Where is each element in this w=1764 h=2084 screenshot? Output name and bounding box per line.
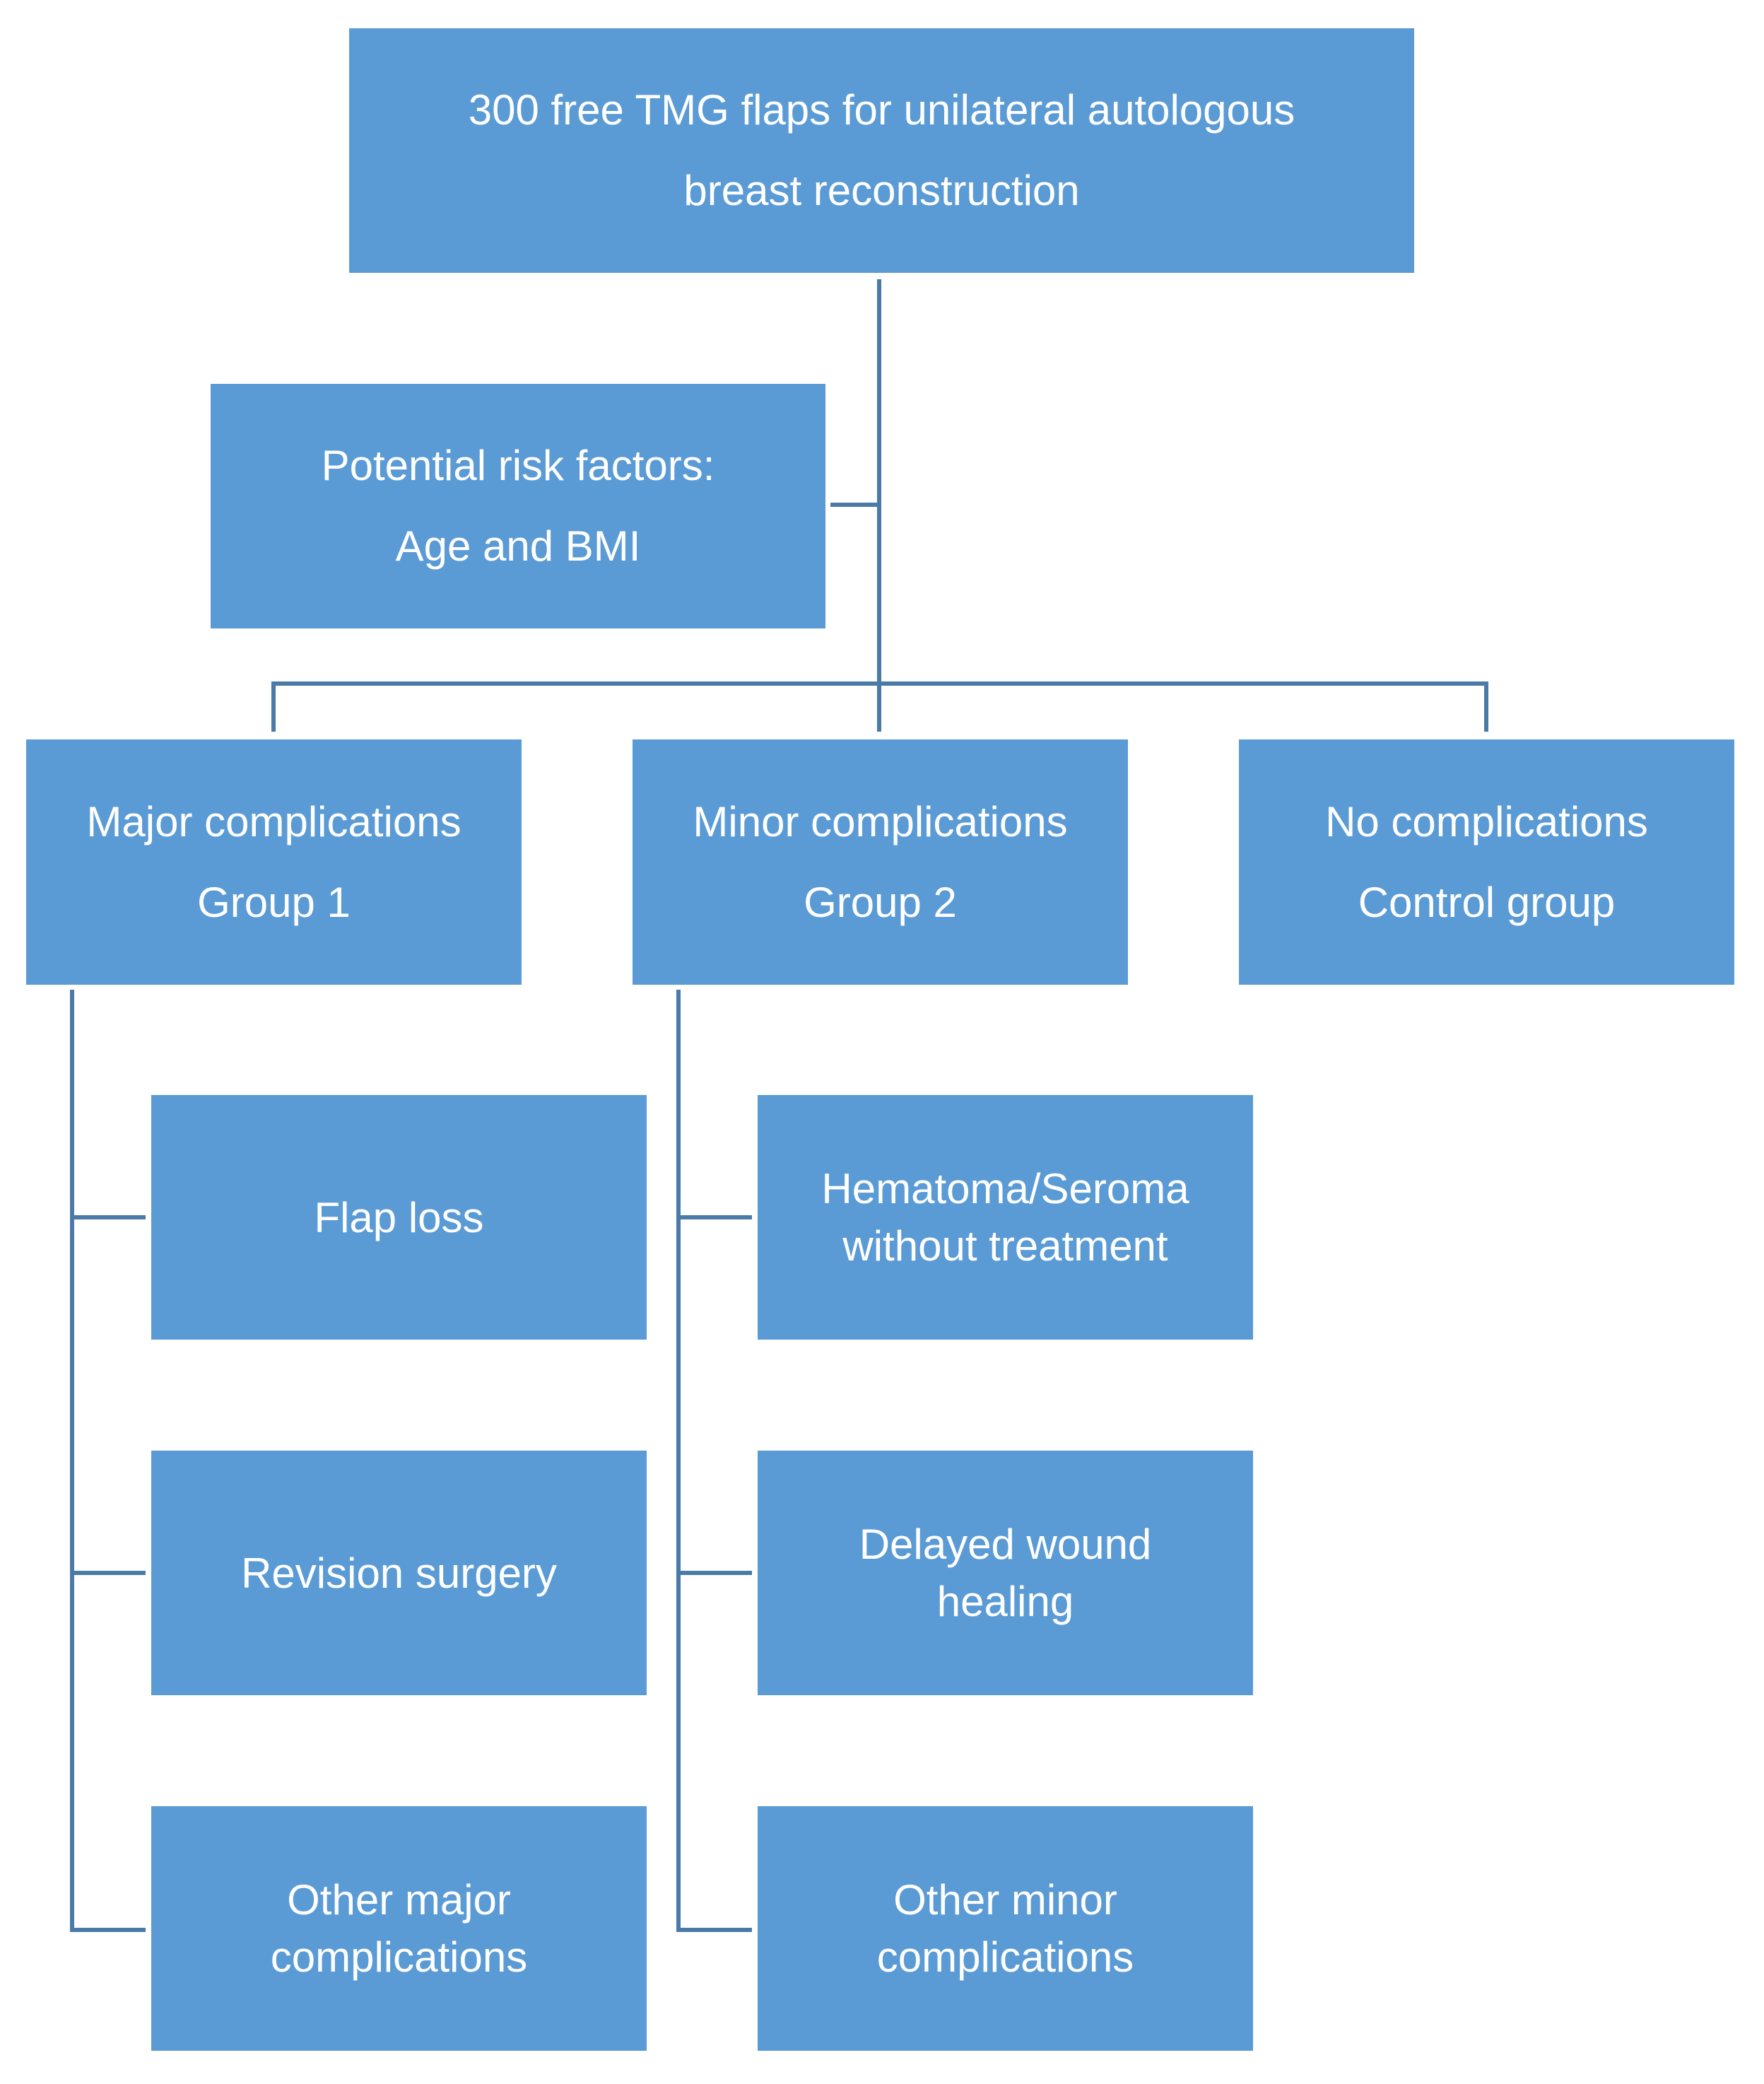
major-item1-line1: Flap loss (314, 1193, 484, 1241)
minor-item3-line1: Other minor (893, 1876, 1117, 1924)
group-minor-line1: Minor complications (693, 797, 1068, 845)
connector-risk-branch (830, 503, 881, 507)
group-major-line2: Group 1 (197, 878, 351, 926)
connector-minor-item3 (676, 1928, 752, 1932)
major-item-flap-loss: Flap loss (151, 1095, 647, 1340)
connector-minor-spine (676, 990, 681, 1932)
root-line1: 300 free TMG flaps for unilateral autolo… (468, 86, 1295, 134)
group-minor-box: Minor complications Group 2 (633, 739, 1128, 985)
connector-group1-drop (271, 681, 276, 732)
minor-item-delayed-wound-healing: Delayed wound healing (758, 1451, 1253, 1695)
connector-major-item2 (70, 1571, 146, 1575)
root-box: 300 free TMG flaps for unilateral autolo… (349, 28, 1414, 273)
root-line2: breast reconstruction (683, 167, 1080, 214)
connector-major-item3 (70, 1928, 146, 1932)
major-item3-line2: complications (270, 1933, 528, 1981)
group-control-line1: No complications (1325, 797, 1648, 845)
group-major-line1: Major complications (86, 797, 461, 845)
connector-major-item1 (70, 1215, 146, 1219)
major-item-other: Other major complications (151, 1806, 647, 2051)
minor-item1-line2: without treatment (842, 1222, 1168, 1270)
major-item-revision-surgery: Revision surgery (151, 1451, 647, 1695)
minor-item-other: Other minor complications (758, 1806, 1253, 2051)
group-minor-line2: Group 2 (804, 878, 957, 926)
connector-group-bar (271, 681, 1488, 686)
risk-line1: Potential risk factors: (321, 442, 715, 489)
major-item2-line1: Revision surgery (241, 1549, 557, 1597)
minor-item3-line2: complications (876, 1933, 1134, 1981)
risk-line2: Age and BMI (395, 522, 641, 570)
connector-major-spine (70, 990, 74, 1932)
minor-item1-line1: Hematoma/Seroma (821, 1165, 1189, 1212)
connector-minor-item2 (676, 1571, 752, 1575)
group-control-line2: Control group (1358, 878, 1616, 926)
group-control-box: No complications Control group (1239, 739, 1734, 985)
minor-item-hematoma-seroma: Hematoma/Seroma without treatment (758, 1095, 1253, 1340)
minor-item2-line1: Delayed wound (859, 1521, 1152, 1568)
connector-group3-drop (1484, 681, 1488, 732)
major-item3-line1: Other major (287, 1876, 511, 1924)
connector-minor-item1 (676, 1215, 752, 1219)
risk-factors-box: Potential risk factors: Age and BMI (211, 384, 825, 628)
group-major-box: Major complications Group 1 (26, 739, 522, 985)
minor-item2-line2: healing (936, 1578, 1074, 1625)
